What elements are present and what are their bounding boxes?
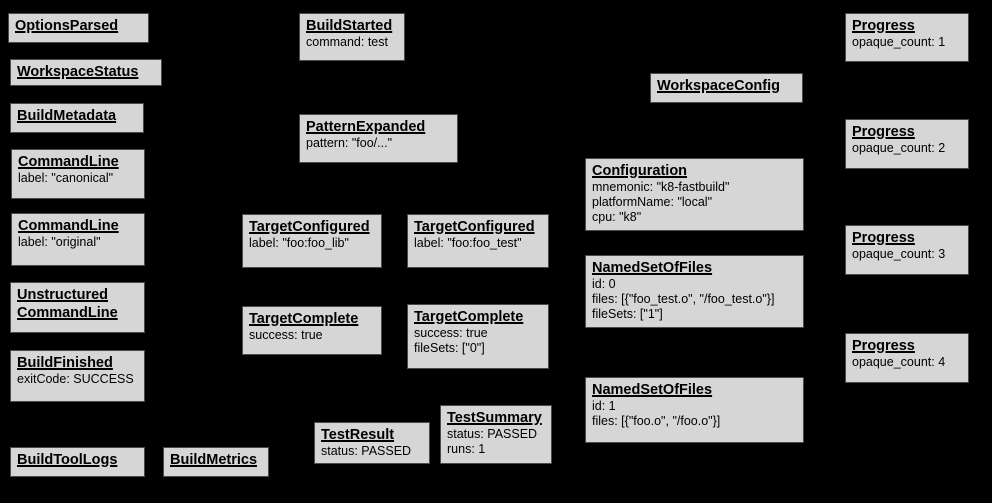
node-command-line-original: CommandLine label: "original" bbox=[11, 213, 145, 266]
node-title: BuildMetrics bbox=[170, 452, 258, 468]
node-title: NamedSetOfFiles bbox=[592, 382, 713, 398]
node-field: cpu: "k8" bbox=[592, 210, 642, 224]
node-title: PatternExpanded bbox=[306, 119, 426, 135]
node-field: mnemonic: "k8-fastbuild" bbox=[592, 180, 730, 194]
node-target-complete-foo-test: TargetComplete success: true fileSets: [… bbox=[407, 304, 549, 369]
node-field: status: PASSED bbox=[447, 427, 538, 441]
node-pattern-expanded: PatternExpanded pattern: "foo/..." bbox=[299, 114, 458, 163]
node-title: CommandLine bbox=[18, 218, 119, 234]
node-field: fileSets: ["1"] bbox=[592, 307, 663, 321]
node-field: platformName: "local" bbox=[592, 195, 713, 209]
node-field: label: "original" bbox=[18, 235, 101, 249]
node-progress-4: Progress opaque_count: 4 bbox=[845, 333, 969, 383]
node-build-finished: BuildFinished exitCode: SUCCESS bbox=[10, 350, 145, 402]
node-field: success: true bbox=[249, 328, 323, 342]
node-title: TestResult bbox=[321, 427, 395, 443]
node-title: Unstructured CommandLine bbox=[17, 287, 118, 321]
node-title: BuildStarted bbox=[306, 18, 393, 34]
node-field: id: 1 bbox=[592, 399, 616, 413]
node-build-metrics: BuildMetrics bbox=[163, 447, 269, 477]
node-field: label: "canonical" bbox=[18, 171, 114, 185]
node-field: label: "foo:foo_lib" bbox=[249, 236, 349, 250]
node-unstructured-command-line: Unstructured CommandLine bbox=[10, 282, 145, 333]
node-build-started: BuildStarted command: test bbox=[299, 13, 405, 61]
node-command-line-canonical: CommandLine label: "canonical" bbox=[11, 149, 145, 199]
node-title: TargetComplete bbox=[414, 309, 524, 325]
node-title: WorkspaceStatus bbox=[17, 64, 139, 80]
node-options-parsed: OptionsParsed bbox=[8, 13, 149, 43]
node-workspace-status: WorkspaceStatus bbox=[10, 59, 162, 86]
node-title: Configuration bbox=[592, 163, 688, 179]
node-named-set-of-files-0: NamedSetOfFiles id: 0 files: [{"foo_test… bbox=[585, 255, 804, 328]
node-field: label: "foo:foo_test" bbox=[414, 236, 522, 250]
node-title: NamedSetOfFiles bbox=[592, 260, 713, 276]
node-title: BuildMetadata bbox=[17, 108, 117, 124]
node-progress-3: Progress opaque_count: 3 bbox=[845, 225, 969, 275]
node-target-configured-foo-test: TargetConfigured label: "foo:foo_test" bbox=[407, 214, 549, 268]
node-title: Progress bbox=[852, 18, 915, 34]
node-named-set-of-files-1: NamedSetOfFiles id: 1 files: [{"foo.o", … bbox=[585, 377, 804, 443]
node-title: WorkspaceConfig bbox=[657, 78, 781, 94]
node-target-complete-foo-lib: TargetComplete success: true bbox=[242, 306, 382, 355]
node-field: success: true bbox=[414, 326, 488, 340]
node-test-summary: TestSummary status: PASSED runs: 1 bbox=[440, 405, 552, 464]
node-field: files: [{"foo_test.o", "/foo_test.o"}] bbox=[592, 292, 775, 306]
node-workspace-config: WorkspaceConfig bbox=[650, 73, 803, 103]
node-field: exitCode: SUCCESS bbox=[17, 372, 134, 386]
node-progress-1: Progress opaque_count: 1 bbox=[845, 13, 969, 62]
node-title: Progress bbox=[852, 230, 915, 246]
node-field: opaque_count: 1 bbox=[852, 35, 946, 49]
node-field: pattern: "foo/..." bbox=[306, 136, 393, 150]
node-field: opaque_count: 3 bbox=[852, 247, 946, 261]
node-field: fileSets: ["0"] bbox=[414, 341, 485, 355]
node-title: BuildToolLogs bbox=[17, 452, 118, 468]
node-title: BuildFinished bbox=[17, 355, 113, 371]
node-title: CommandLine bbox=[18, 154, 119, 170]
node-title: TargetComplete bbox=[249, 311, 359, 327]
node-title: Progress bbox=[852, 124, 915, 140]
node-test-result: TestResult status: PASSED bbox=[314, 422, 430, 464]
node-target-configured-foo-lib: TargetConfigured label: "foo:foo_lib" bbox=[242, 214, 382, 268]
node-title: TestSummary bbox=[447, 410, 542, 426]
node-configuration: Configuration mnemonic: "k8-fastbuild" p… bbox=[585, 158, 804, 231]
node-field: id: 0 bbox=[592, 277, 616, 291]
node-title: TargetConfigured bbox=[414, 219, 535, 235]
node-progress-2: Progress opaque_count: 2 bbox=[845, 119, 969, 169]
node-title: OptionsParsed bbox=[15, 18, 119, 34]
node-title: Progress bbox=[852, 338, 915, 354]
node-field: files: [{"foo.o", "/foo.o"}] bbox=[592, 414, 721, 428]
node-field: status: PASSED bbox=[321, 444, 412, 458]
node-field: opaque_count: 4 bbox=[852, 355, 946, 369]
node-build-tool-logs: BuildToolLogs bbox=[10, 447, 145, 477]
node-field: opaque_count: 2 bbox=[852, 141, 946, 155]
node-build-metadata: BuildMetadata bbox=[10, 103, 144, 133]
node-field: runs: 1 bbox=[447, 442, 486, 456]
node-field: command: test bbox=[306, 35, 388, 49]
node-title: TargetConfigured bbox=[249, 219, 370, 235]
